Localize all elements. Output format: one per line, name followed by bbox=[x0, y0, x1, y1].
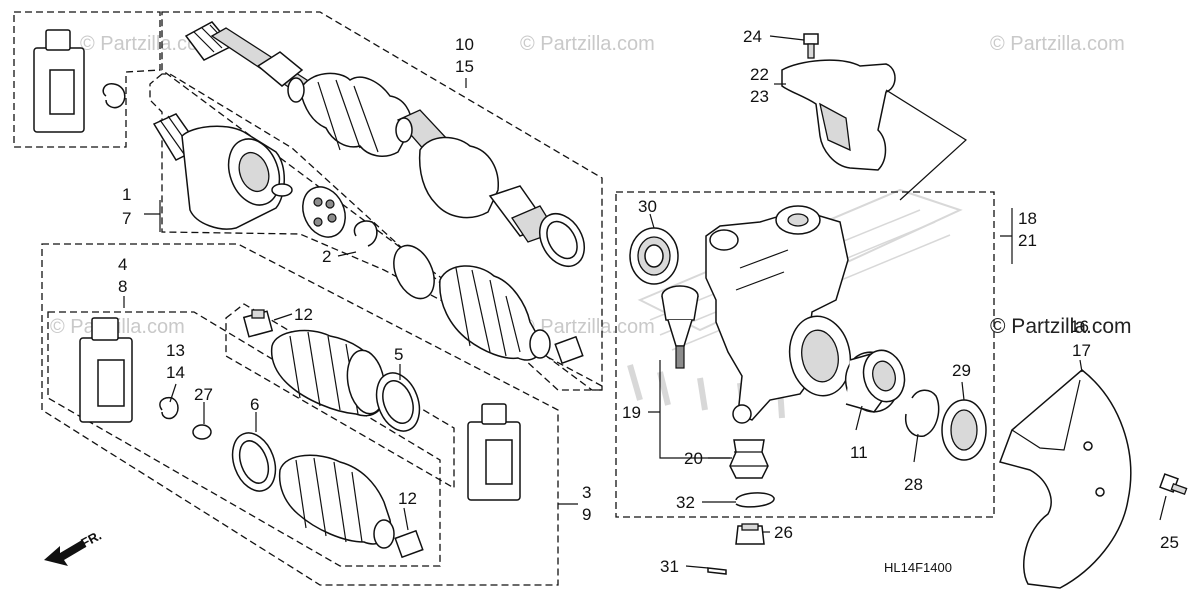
frame-axle-assembly bbox=[161, 11, 603, 391]
callout-21: 21 bbox=[1018, 231, 1037, 250]
castle-nut-26 bbox=[735, 523, 765, 545]
circlip-32 bbox=[735, 492, 775, 508]
grease-bottle-bottom-right bbox=[467, 403, 521, 501]
ball-joint bbox=[661, 285, 699, 369]
cage-and-race bbox=[302, 186, 346, 238]
callout-10: 10 bbox=[455, 35, 474, 54]
diagram-code: HL14F1400 bbox=[884, 560, 952, 575]
oil-seal-30 bbox=[629, 227, 679, 285]
callout-24: 24 bbox=[743, 27, 762, 46]
circlip-top bbox=[102, 83, 126, 109]
frame-outboard-joint-kit bbox=[13, 11, 161, 148]
leader-lines bbox=[123, 35, 1167, 569]
callout-25: 25 bbox=[1160, 533, 1179, 552]
callout-4: 4 bbox=[118, 255, 127, 274]
lower-boot bbox=[278, 454, 395, 549]
callout-29: 29 bbox=[952, 361, 971, 380]
snap-ring-28 bbox=[904, 389, 940, 437]
callout-12-top: 12 bbox=[294, 305, 313, 324]
callout-11: 11 bbox=[850, 443, 868, 462]
grease-bottle-bottom-left bbox=[79, 317, 133, 423]
callout-12-bottom: 12 bbox=[398, 489, 417, 508]
band-12-bottom bbox=[394, 529, 424, 559]
cotter-pin-31 bbox=[707, 567, 727, 575]
inner-race-clip bbox=[271, 183, 293, 197]
watermark-prominent: © Partzilla.com bbox=[990, 315, 1132, 338]
brake-disc-cover bbox=[999, 369, 1132, 589]
inboard-boot bbox=[270, 329, 386, 417]
callout-28: 28 bbox=[904, 475, 923, 494]
boot-band-5 bbox=[375, 372, 421, 432]
snap-ring-2 bbox=[353, 220, 378, 247]
bolt-24 bbox=[803, 33, 819, 59]
callout-27: 27 bbox=[194, 385, 213, 404]
watermark-top-right: © Partzilla.com bbox=[990, 33, 1125, 55]
callout-19: 19 bbox=[622, 403, 641, 422]
frame-inboard-boot-set bbox=[41, 243, 559, 586]
callout-3: 3 bbox=[582, 483, 591, 502]
callout-17: 17 bbox=[1072, 341, 1091, 360]
callout-26: 26 bbox=[774, 523, 793, 542]
callout-30: 30 bbox=[638, 197, 657, 216]
watermark-top-left: © Partzilla.com bbox=[80, 33, 215, 55]
callout-31: 31 bbox=[660, 557, 679, 576]
callout-32: 32 bbox=[676, 493, 695, 512]
callout-23: 23 bbox=[750, 87, 769, 106]
callout-16: 16 bbox=[1070, 317, 1089, 336]
callout-8: 8 bbox=[118, 277, 127, 296]
outer-boot bbox=[393, 244, 584, 365]
callout-5: 5 bbox=[394, 345, 403, 364]
ball-joint-boot-20 bbox=[729, 439, 769, 479]
callout-6: 6 bbox=[250, 395, 259, 414]
front-direction-arrow: FR. bbox=[44, 528, 104, 566]
callout-2: 2 bbox=[322, 247, 331, 266]
watermark-top-center: © Partzilla.com bbox=[520, 33, 655, 55]
callout-18: 18 bbox=[1018, 209, 1037, 228]
callout-9: 9 bbox=[582, 505, 591, 524]
brake-caliper-bracket bbox=[781, 59, 896, 171]
frame-boot-band-kit bbox=[225, 303, 455, 490]
ring-27 bbox=[192, 424, 212, 440]
grease-bottle-top bbox=[33, 29, 85, 133]
frame-outboard-joint-set bbox=[149, 73, 603, 391]
oil-seal-29 bbox=[941, 399, 987, 461]
bolt-25 bbox=[1159, 473, 1188, 496]
watermark-mid-center: © Partzilla.com bbox=[520, 316, 655, 338]
callout-13: 13 bbox=[166, 341, 185, 360]
band-12-top bbox=[242, 309, 274, 338]
outboard-cv-joint bbox=[152, 113, 285, 230]
wheel-bearing bbox=[844, 349, 906, 413]
callout-15: 15 bbox=[455, 57, 474, 76]
callout-7: 7 bbox=[122, 209, 131, 228]
axle-end-band bbox=[538, 213, 586, 267]
steering-knuckle bbox=[705, 205, 852, 424]
frame-knuckle-assembly bbox=[615, 191, 995, 518]
boot-band-6 bbox=[231, 432, 277, 492]
callout-14: 14 bbox=[166, 363, 185, 382]
circlip-13-14 bbox=[159, 396, 179, 420]
callout-1: 1 bbox=[122, 185, 131, 204]
callout-20: 20 bbox=[684, 449, 703, 468]
callout-22: 22 bbox=[750, 65, 769, 84]
frame-inboard-boot-inner bbox=[47, 311, 441, 567]
